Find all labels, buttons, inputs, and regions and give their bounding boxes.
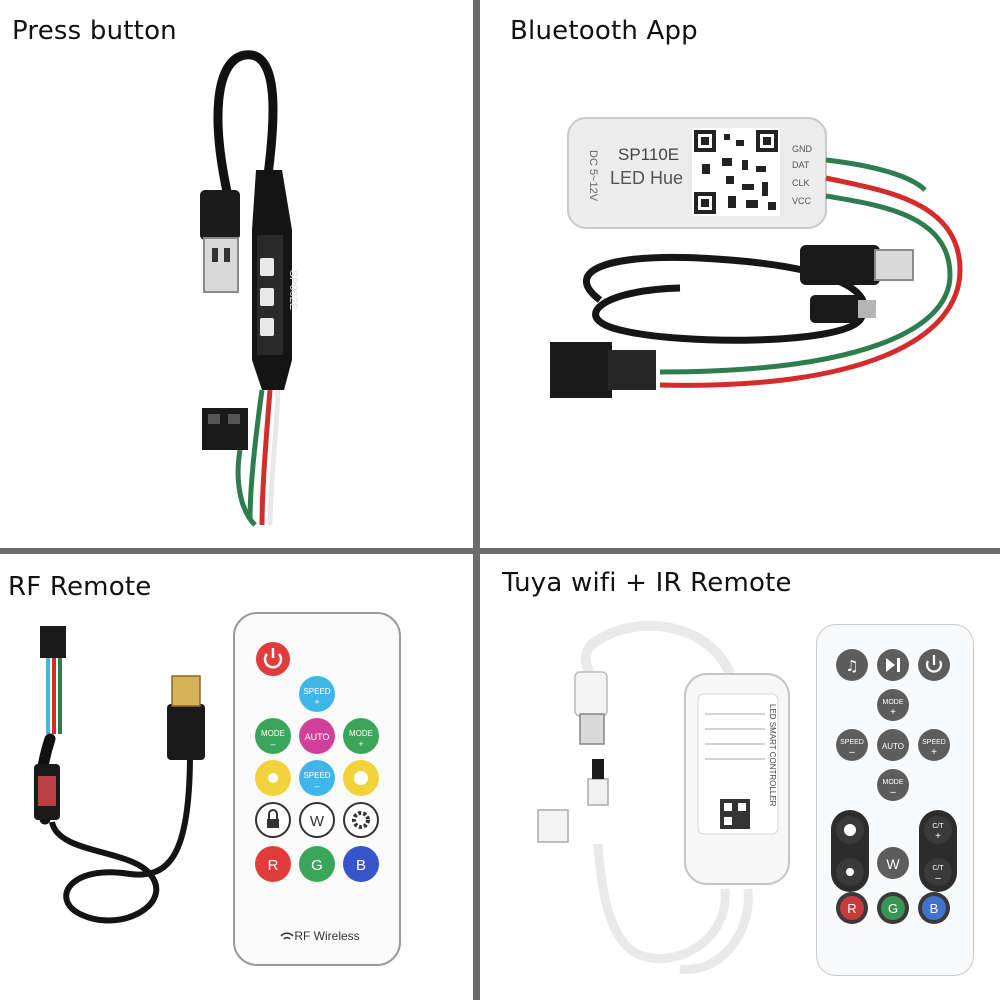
svg-text:W: W [886,856,900,872]
svg-text:C/T: C/T [932,865,944,872]
auto-button[interactable]: AUTO [877,729,909,761]
pin-dat: DAT [792,160,810,170]
tuya-controller-photo: LED SMART CONTROLLER [537,620,790,974]
svg-text:MODE: MODE [883,699,904,706]
svg-text:–: – [935,873,941,884]
white-button[interactable]: W [299,802,335,838]
speed-down-button[interactable]: SPEED – [299,760,335,796]
svg-text:G: G [888,901,898,916]
svg-text:SPEED: SPEED [922,739,946,746]
brightness-down-button[interactable] [255,760,291,796]
green-button[interactable]: G [299,846,335,882]
svg-text:MODE: MODE [349,729,373,738]
ir-remote: ♫ MODE + SPEED – [816,624,974,976]
color-temp-down-button[interactable]: C/T – [924,858,952,886]
svg-text:SPEED: SPEED [303,771,330,780]
rf-controller-photo [34,626,205,924]
model-label: SP110E [618,145,679,164]
svg-text:–: – [849,747,855,758]
power-button[interactable] [256,642,290,676]
controller-label: LED SMART CONTROLLER [768,704,777,807]
svg-text:+: + [358,739,363,749]
rf-remote: SPEED + MODE – AUTO MODE + [233,612,401,966]
svg-text:–: – [890,787,896,798]
red-button[interactable]: R [255,846,291,882]
device-label: SP002E [287,270,299,310]
speed-up-button[interactable]: SPEED + [299,676,335,712]
mode-down-button[interactable]: MODE – [255,718,291,754]
pin-clk: CLK [792,178,810,188]
svg-text:SPEED: SPEED [840,739,864,746]
pin-gnd: GND [792,144,813,154]
svg-text:MODE: MODE [883,779,904,786]
wifi-icon [280,932,294,940]
qr-code [692,128,780,216]
red-button[interactable]: R [836,892,868,924]
lock-button[interactable] [255,802,291,838]
svg-text:–: – [314,781,319,791]
brightness-up-button[interactable] [343,760,379,796]
panel-title: Tuya wifi + IR Remote [502,568,792,598]
brightness-down-button[interactable] [836,858,864,886]
green-button[interactable]: G [877,892,909,924]
speed-down-button[interactable]: SPEED – [836,729,868,761]
blue-button[interactable]: B [918,892,950,924]
color-temp-up-button[interactable]: C/T + [924,816,952,844]
svg-text:C/T: C/T [932,823,944,830]
mode-down-button[interactable]: MODE – [877,769,909,801]
power-button[interactable] [918,649,950,681]
brightness-up-button[interactable] [836,816,864,844]
brand-label: LED Hue [610,168,683,188]
svg-text:B: B [356,857,366,874]
panel-tuya-wifi-ir: Tuya wifi + IR Remote LED SMART CONTROLL… [480,554,1000,1000]
bluetooth-controller-photo: SP110E LED Hue DC 5~12V GND DAT CLK VCC [550,117,963,398]
svg-text:+: + [314,697,319,707]
speed-up-button[interactable]: SPEED + [918,729,950,761]
panel-title: Press button [12,16,177,46]
panel-rf-remote: RF Remote SPEED + [0,554,473,1000]
vertical-divider [473,0,480,1000]
svg-text:AUTO: AUTO [305,732,330,742]
music-button[interactable]: ♫ [836,649,868,681]
settings-button[interactable] [343,802,379,838]
svg-text:SPEED: SPEED [303,687,330,696]
pin-vcc: VCC [792,196,812,206]
svg-text:+: + [935,831,941,842]
horizontal-divider [0,548,1000,554]
svg-text:AUTO: AUTO [882,742,904,751]
svg-text:R: R [847,901,856,916]
svg-text:+: + [890,707,896,718]
panel-bluetooth-app: Bluetooth App SP110E LED Hue DC 5~12V GN… [480,0,1000,548]
press-button-controller-photo: SP002E [200,50,299,527]
white-button[interactable]: W [877,847,909,879]
svg-text:G: G [311,857,323,874]
mode-up-button[interactable]: MODE + [877,689,909,721]
svg-text:W: W [310,813,325,830]
svg-text:♫: ♫ [845,657,858,675]
svg-text:–: – [270,739,275,749]
svg-text:R: R [268,857,279,874]
svg-text:MODE: MODE [261,729,285,738]
panel-press-button: Press button SP002E [0,0,473,548]
panel-title: Bluetooth App [510,16,698,46]
voltage-label: DC 5~12V [587,150,599,202]
controller-buttons [260,258,274,336]
play-pause-button[interactable] [877,649,909,681]
blue-button[interactable]: B [343,846,379,882]
rf-wireless-label: RF Wireless [294,929,359,943]
panel-title: RF Remote [8,572,152,602]
auto-button[interactable]: AUTO [299,718,335,754]
svg-text:+: + [931,747,937,758]
mode-up-button[interactable]: MODE + [343,718,379,754]
svg-text:B: B [930,901,939,916]
